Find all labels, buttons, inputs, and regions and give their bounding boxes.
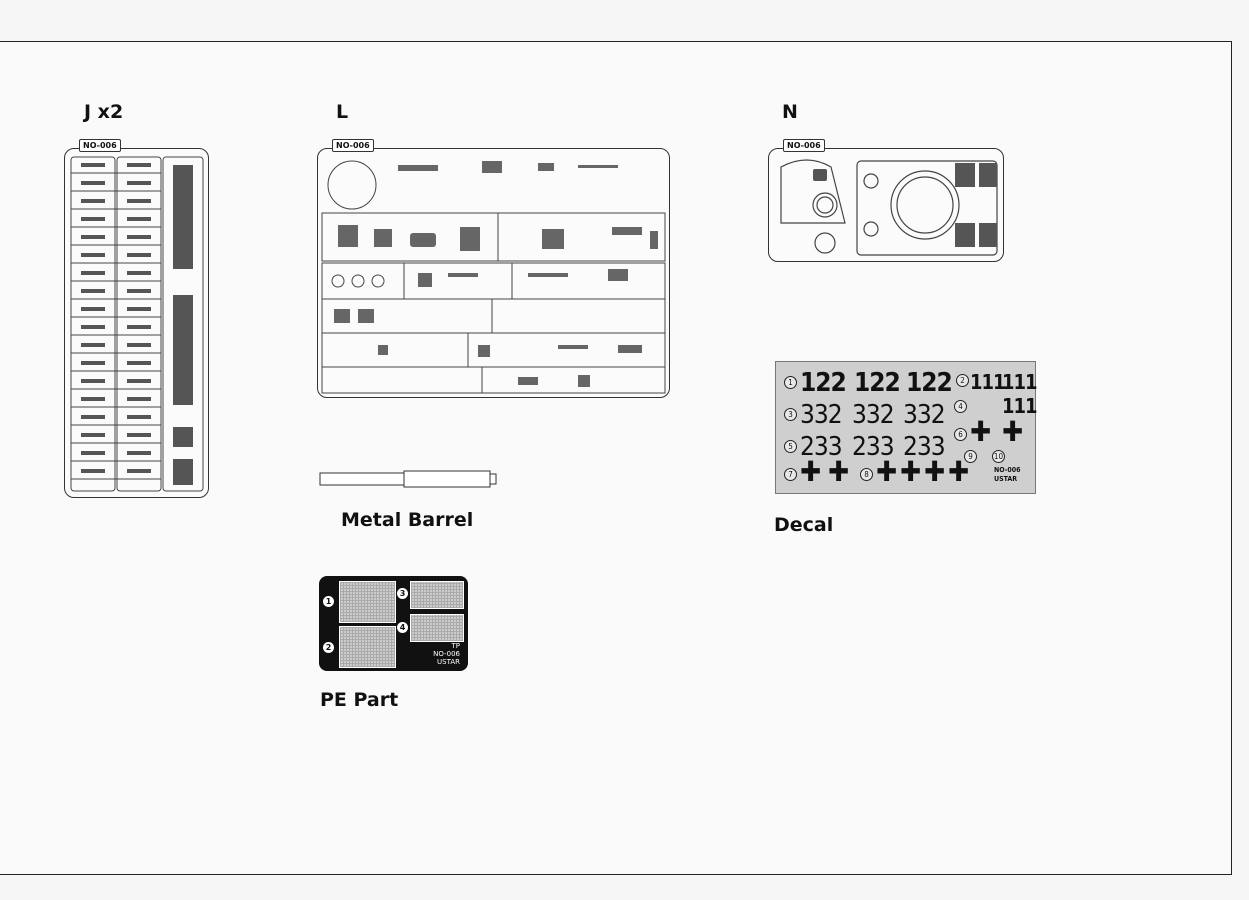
decal-332-c: 332 — [903, 400, 946, 430]
pe-plate-3 — [410, 581, 464, 609]
sprue-l: NO-006 — [317, 139, 670, 398]
pe-sheet-info: TP NO-006 USTAR — [433, 642, 460, 666]
balkenkreuz-icon: ✚ — [828, 455, 850, 488]
decal-233-c: 233 — [903, 432, 946, 462]
decal-233-b: 233 — [852, 432, 895, 462]
pe-sheet: 1 2 3 4 TP NO-006 USTAR — [319, 576, 468, 671]
sprue-n-parts — [780, 159, 998, 256]
decal-code: NO-006 — [994, 466, 1021, 474]
decal-122-a: 122 — [800, 368, 847, 398]
decal-marker-4: 4 — [954, 400, 967, 413]
decal-marker-6: 6 — [954, 428, 967, 441]
decal-122-c: 122 — [906, 368, 953, 398]
balkenkreuz-icon: ✚ — [900, 455, 922, 488]
metal-barrel-label: Metal Barrel — [341, 509, 474, 531]
sprue-n-tag: NO-006 — [783, 139, 825, 152]
sprue-j-parts — [70, 156, 204, 492]
sprue-j-tag: NO-006 — [79, 139, 121, 152]
decal-sheet-info: NO-006 USTAR — [994, 466, 1021, 484]
balkenkreuz-icon: ✚ — [924, 455, 946, 488]
balkenkreuz-icon: ✚ — [948, 455, 970, 488]
pe-plate-1 — [339, 581, 396, 623]
pe-marker-3: 3 — [397, 588, 408, 599]
sprue-l-label: L — [336, 101, 349, 123]
decal-233-a: 233 — [800, 432, 843, 462]
decal-332-a: 332 — [800, 400, 843, 430]
decal-332-b: 332 — [852, 400, 895, 430]
balkenkreuz-icon: ✚ — [800, 455, 822, 488]
balkenkreuz-icon: ✚ — [876, 455, 898, 488]
pe-type: TP — [451, 642, 461, 650]
decal-marker-2: 2 — [956, 374, 969, 387]
decal-122-b: 122 — [854, 368, 901, 398]
pe-plate-2 — [339, 626, 396, 668]
decal-marker-3: 3 — [784, 408, 797, 421]
decal-marker-9: 9 — [964, 450, 977, 463]
decal-marker-7: 7 — [784, 468, 797, 481]
sprue-j: NO-006 — [64, 139, 209, 498]
pe-marker-4: 4 — [397, 622, 408, 633]
sprue-l-tag: NO-006 — [332, 139, 374, 152]
pe-code: NO-006 — [433, 650, 460, 658]
decal-marker-5: 5 — [784, 440, 797, 453]
pe-plate-4 — [410, 614, 464, 642]
decal-111-c: 111 — [1002, 394, 1038, 418]
sprue-l-parts — [321, 160, 666, 394]
decal-sheet: 1 122 122 122 2 111 111 3 332 332 332 4 … — [775, 361, 1038, 494]
decal-label: Decal — [774, 514, 834, 536]
sprue-n: NO-006 — [768, 139, 1004, 262]
decal-brand: USTAR — [994, 475, 1018, 483]
decal-marker-8: 8 — [860, 468, 873, 481]
decal-marker-1: 1 — [784, 376, 797, 389]
balkenkreuz-icon: ✚ — [970, 415, 992, 448]
decal-111-a: 111 — [970, 370, 1006, 394]
pe-brand: USTAR — [437, 658, 460, 666]
sprue-j-label: J x2 — [84, 101, 124, 123]
sprue-n-label: N — [782, 101, 798, 123]
pe-part-label: PE Part — [320, 689, 399, 711]
metal-barrel-drawing — [319, 470, 497, 488]
decal-111-b: 111 — [1002, 370, 1038, 394]
pe-marker-2: 2 — [323, 642, 334, 653]
balkenkreuz-icon: ✚ — [1002, 415, 1024, 448]
pe-marker-1: 1 — [323, 596, 334, 607]
decal-marker-10: 10 — [992, 450, 1005, 463]
